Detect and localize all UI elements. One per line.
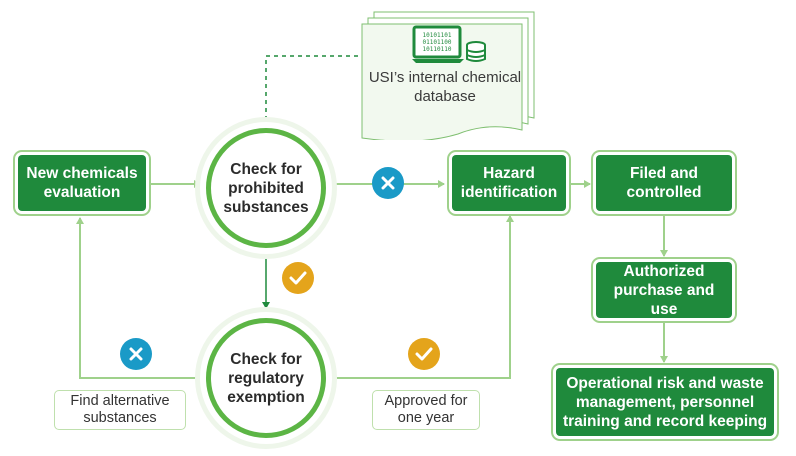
approve-badge-middle: [282, 262, 314, 294]
screen-code-line-3: 10110110: [423, 46, 452, 53]
screen-code-line-2: 01101100: [423, 39, 452, 46]
approve-badge-bottom: [408, 338, 440, 370]
prohibited-check-circle: Check for prohibited substances: [206, 128, 326, 248]
check-icon: [415, 347, 433, 361]
screen-code-line-1: 10101101: [423, 32, 452, 39]
exemption-check-circle: Check for regulatory exemption: [206, 318, 326, 438]
filed-controlled-box: Filed and controlled: [596, 155, 732, 211]
operational-risk-box: Operational risk and waste management, p…: [556, 368, 774, 436]
laptop-database-icon: 10101101 01101100 10110110: [412, 25, 486, 63]
hazard-identification-box: Hazard identification: [452, 155, 566, 211]
database-label: USI’s internal chemical database: [368, 69, 522, 105]
cross-icon: [129, 347, 143, 361]
new-chemicals-box: New chemicals evaluation: [18, 155, 146, 211]
find-alternative-label: Find alternative substances: [54, 390, 186, 430]
cross-icon: [381, 176, 395, 190]
authorized-purchase-box: Authorized purchase and use: [596, 262, 732, 318]
approved-label: Approved for one year: [372, 390, 480, 430]
database-link: [265, 55, 358, 128]
arrow-exemption-to-new: [76, 217, 198, 379]
check-icon: [289, 271, 307, 285]
reject-badge-top: [372, 167, 404, 199]
reject-badge-bottom: [120, 338, 152, 370]
arrow-exemption-to-hazard: [334, 215, 514, 379]
